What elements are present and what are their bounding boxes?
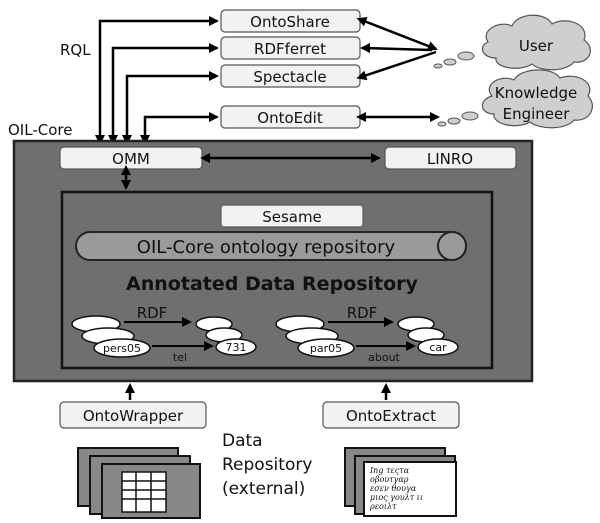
- user-cloud: User: [433, 14, 591, 71]
- ontoedit-label: OntoEdit: [257, 109, 323, 127]
- ontowrapper-label: OntoWrapper: [83, 407, 184, 425]
- rql-connections: [95, 16, 219, 145]
- external-repo-line3: (external): [222, 479, 305, 499]
- rql-label: RQL: [60, 41, 91, 59]
- object-label-2: car: [429, 341, 447, 354]
- doc-text-line-1: Ing τεςτα: [369, 466, 410, 475]
- engineer-label: Engineer: [503, 105, 571, 123]
- rdfferret-box: RDFferret: [220, 36, 361, 60]
- object-label-1: 731: [226, 341, 247, 354]
- external-repo-line2: Repository: [222, 455, 312, 475]
- rdf-label-2: RDF: [347, 304, 378, 322]
- knowledge-label: Knowledge: [495, 84, 577, 102]
- ontoextract-label: OntoExtract: [346, 407, 436, 425]
- doc-text-line-3: εσεν θουγα: [370, 484, 417, 493]
- sesame-box: Sesame: [220, 204, 364, 228]
- rdf-example-1: RDF pers05 tel 731: [71, 304, 257, 364]
- doc-text-line-2: οβουτγαρ: [370, 475, 409, 484]
- rdf-label-1: RDF: [137, 304, 168, 322]
- ontowrapper-box: OntoWrapper: [59, 401, 207, 429]
- ontoshare-label: OntoShare: [250, 13, 330, 31]
- linro-box: LINRO: [384, 146, 517, 170]
- subject-label-1: pers05: [103, 342, 141, 355]
- table-documents-icon: [77, 447, 201, 519]
- ontology-repository-cylinder: OIL-Core ontology repository: [75, 231, 467, 261]
- ontoedit-box: OntoEdit: [220, 105, 361, 129]
- user-arrows: [356, 17, 438, 81]
- rdfferret-label: RDFferret: [254, 40, 326, 58]
- user-label: User: [519, 37, 554, 55]
- omm-box: OMM: [59, 146, 203, 170]
- spectacle-box: Spectacle: [220, 64, 361, 88]
- text-documents-icon: Ing τεςτα οβουτγαρ εσεν θουγα μιος γουλτ…: [344, 447, 457, 517]
- doc-text-line-5: ρεοιλτ: [369, 502, 397, 511]
- doc-text-line-4: μιος γουλτ ιι: [370, 493, 423, 502]
- ontoextract-box: OntoExtract: [322, 401, 460, 429]
- external-repo-line1: Data: [222, 431, 263, 451]
- knowledge-engineer-cloud: Knowledge Engineer: [437, 69, 593, 129]
- predicate-label-2: about: [368, 351, 400, 364]
- annotated-repository-title: Annotated Data Repository: [126, 273, 419, 295]
- rdf-example-2: RDF par05 about car: [275, 304, 459, 364]
- sesame-label: Sesame: [262, 208, 322, 226]
- subject-label-2: par05: [310, 342, 342, 355]
- predicate-label-1: tel: [173, 351, 187, 364]
- oil-core-label: OIL-Core: [8, 121, 72, 139]
- ontoshare-box: OntoShare: [220, 9, 361, 33]
- ontology-repository-label: OIL-Core ontology repository: [137, 237, 396, 258]
- omm-label: OMM: [112, 150, 150, 168]
- spectacle-label: Spectacle: [253, 68, 326, 86]
- linro-label: LINRO: [427, 150, 473, 168]
